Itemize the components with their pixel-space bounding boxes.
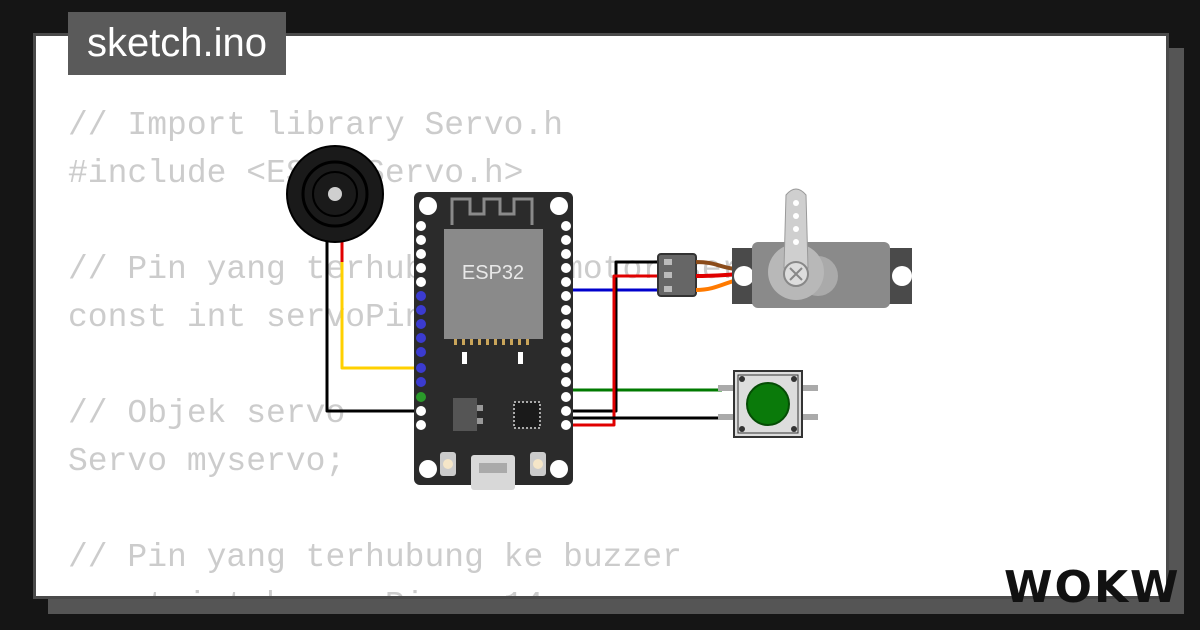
code-line: const int buzzerPin = 14; (68, 582, 781, 596)
servo-motor[interactable] (732, 188, 912, 308)
esp32-board[interactable]: ESP32 (414, 192, 573, 490)
esp32-chip (444, 229, 543, 339)
wire-black-servo (565, 260, 665, 413)
wokwi-logo: WOKWi (1004, 562, 1184, 612)
file-tab[interactable]: sketch.ino (68, 12, 286, 75)
board-label: ESP32 (462, 262, 524, 284)
code-line: Servo myservo; (68, 443, 346, 480)
code-line: // Import library Servo.h (68, 107, 564, 144)
wire-red-servo (565, 274, 665, 427)
code-line: // Objek servo (68, 395, 346, 432)
pushbutton[interactable] (718, 370, 818, 438)
buzzer[interactable] (286, 145, 384, 243)
code-line: // Pin yang terhubung ke buzzer (68, 539, 682, 576)
wire-yellow-buzzer (340, 262, 420, 370)
wokwi-logo-text: WOKWi (1004, 562, 1184, 612)
wire-black-buzzer (325, 240, 420, 413)
